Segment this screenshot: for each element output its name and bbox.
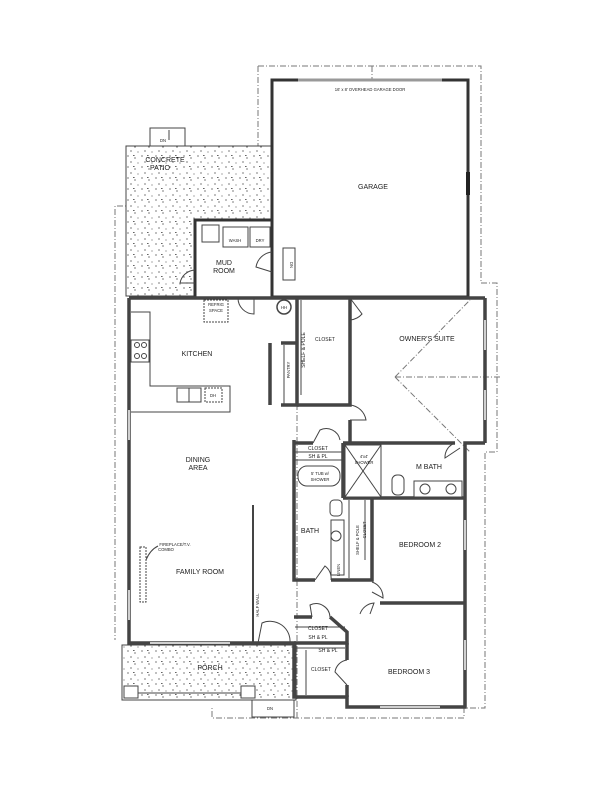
patio-label-1: CONCRETE xyxy=(145,157,185,164)
master-closet-label: CLOSET xyxy=(308,446,328,452)
pantry-label: PANTRY xyxy=(286,361,291,378)
refrig-label-1: REFRIG xyxy=(208,302,224,307)
garage-dn-label: DN xyxy=(289,262,294,268)
dining-label-1: DINING xyxy=(186,457,211,464)
porch-dn-label: DN xyxy=(267,706,273,711)
bath-label: BATH xyxy=(301,528,319,535)
bed3-closet-shelf-label: SH & PL xyxy=(318,648,337,654)
tub-label-2: SHOWER xyxy=(311,477,330,482)
bed2-closet-label: CLOSET xyxy=(362,521,367,538)
bedroom-2-label: BEDROOM 2 xyxy=(399,542,441,549)
tub-label-1: 5' TUB w/ xyxy=(311,471,330,476)
family-room-label: FAMILY ROOM xyxy=(176,569,224,576)
bedroom-3-label: BEDROOM 3 xyxy=(388,669,430,676)
owner-closet-label: CLOSET xyxy=(315,337,335,343)
bed2-closet-shelf-label: SHELF & POLE xyxy=(355,525,360,555)
porch-step xyxy=(251,699,295,718)
water-heater-label: HH xyxy=(281,305,287,310)
washer-label: WASH xyxy=(229,238,241,243)
patio-label-2: PATIO xyxy=(150,165,171,172)
linen-label: LINEN xyxy=(336,564,341,576)
patio-step xyxy=(149,127,186,147)
fireplace-label-2: COMBO xyxy=(158,547,175,552)
refrig-label-2: SPACE xyxy=(209,308,223,313)
patio-dn-label: DN xyxy=(160,138,166,143)
dryer-label: DRY xyxy=(256,238,265,243)
hall-closet-shelf-label: SH & PL xyxy=(308,635,327,641)
porch-label: PORCH xyxy=(197,665,222,672)
shower-label-1: 4'x4' xyxy=(360,454,369,459)
garage-door-label: 16' x 8' OVERHEAD GARAGE DOOR xyxy=(335,87,405,92)
mud-room-label-1: MUD xyxy=(216,260,232,267)
m-bath-label: M BATH xyxy=(416,464,442,471)
owner-closet-shelf-label: SHELF & POLE xyxy=(301,332,307,368)
owners-suite-label: OWNER'S SUITE xyxy=(399,336,455,343)
dining-label-2: AREA xyxy=(188,465,207,472)
kitchen-label: KITCHEN xyxy=(182,351,213,358)
porch xyxy=(121,644,297,701)
shower-label-2: SHOWER xyxy=(355,460,374,465)
garage-label: GARAGE xyxy=(358,184,388,191)
fireplace-label-1: FIREPLACE/T.V. xyxy=(159,542,190,547)
hall-closet-label: CLOSET xyxy=(308,626,328,632)
mud-room-label-2: ROOM xyxy=(213,268,235,275)
bed3-closet-label: CLOSET xyxy=(311,667,331,673)
half-wall-label: HALF WALL xyxy=(255,593,260,617)
dishwasher-label: DH xyxy=(210,393,216,398)
master-closet-shelf-label: SH & PL xyxy=(308,454,327,460)
